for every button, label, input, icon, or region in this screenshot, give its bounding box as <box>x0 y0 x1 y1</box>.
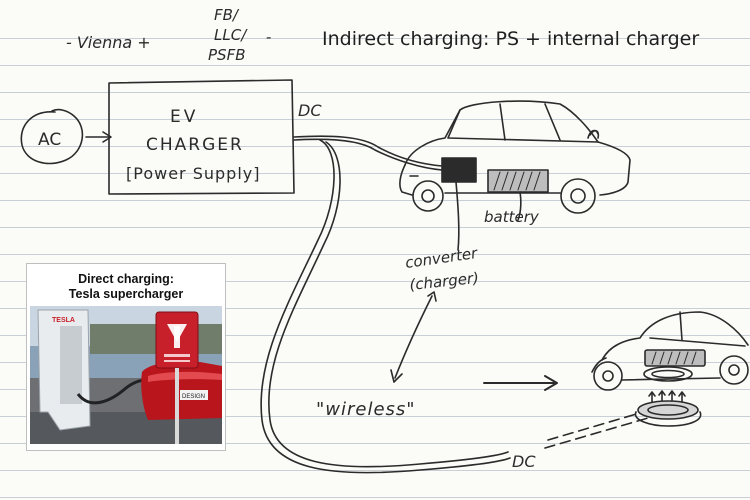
dc-dashed-line <box>547 409 651 441</box>
ac-arrow <box>85 131 112 143</box>
diagram-title: Indirect charging: PS + internal charger <box>322 28 700 50</box>
supercharger-photo: TESLA DESIGN <box>30 306 222 444</box>
dc-cable-to-car <box>293 138 443 171</box>
charger-label-line3: [Power Supply] <box>126 164 260 183</box>
options-dash: - <box>266 28 271 46</box>
battery-label: battery <box>484 208 540 226</box>
dc-bottom-label: DC <box>512 452 536 471</box>
dc-cable-to-wireless <box>260 139 511 474</box>
options-bottom-label: PSFB <box>208 46 246 64</box>
tesla-supercharger-photo-card: Direct charging: Tesla supercharger TESL… <box>26 263 226 451</box>
converter-label-line1: converter <box>404 244 479 272</box>
wireless-label: "wireless" <box>316 399 416 420</box>
car-sketch-wireless <box>591 311 749 391</box>
post-brand-text: TESLA <box>52 317 75 324</box>
charger-label-line2: CHARGER <box>146 135 244 155</box>
charger-label-line1: EV <box>170 107 198 127</box>
converter-label-line2: (charger) <box>409 269 480 294</box>
car-sketch-top <box>399 100 631 214</box>
plate-text: DESIGN <box>182 394 205 400</box>
converter-block <box>441 157 477 183</box>
arrow-to-wireless-car <box>483 375 558 391</box>
wireless-double-arrow <box>390 291 437 383</box>
photo-caption-line2: Tesla supercharger <box>68 287 184 301</box>
wireless-battery <box>644 349 706 367</box>
options-left-label: - Vienna + <box>66 33 151 52</box>
ac-label: AC <box>38 130 61 150</box>
photo-caption: Direct charging: Tesla supercharger <box>27 264 225 302</box>
photo-caption-line1: Direct charging: <box>78 272 174 286</box>
wireless-receiver-coil <box>643 366 693 382</box>
ev-charger-box <box>108 79 295 195</box>
ac-source-circle <box>20 108 84 165</box>
options-mid-label: LLC/ <box>214 26 248 44</box>
dc-top-label: DC <box>298 101 322 120</box>
wireless-ground-pad <box>637 400 699 420</box>
options-top-label: FB/ <box>214 6 240 24</box>
